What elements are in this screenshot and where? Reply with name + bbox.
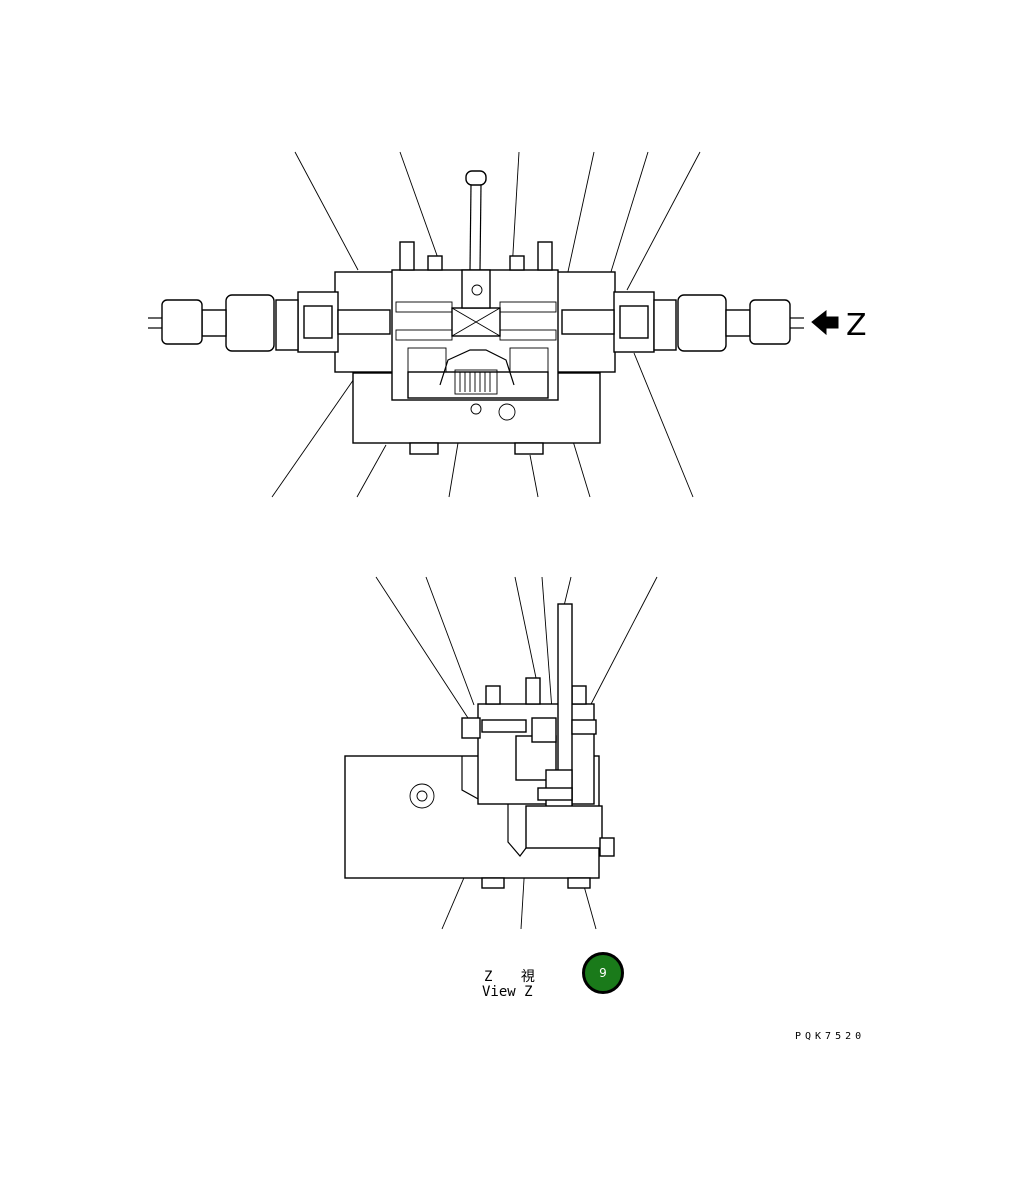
- page-number-badge[interactable]: 9: [582, 952, 624, 994]
- badge-number: 9: [599, 966, 607, 980]
- left-piping: [148, 291, 391, 353]
- right-spool-upper: [499, 301, 557, 313]
- left-cap-top-2: [427, 255, 443, 271]
- view-caption-english: View Z: [482, 984, 533, 1000]
- right-chamber: [509, 347, 549, 373]
- spring-bracket: [439, 349, 515, 386]
- right-cap-top-2: [509, 255, 525, 271]
- view-direction-arrow: [811, 309, 839, 336]
- view-z-marker: Z: [846, 308, 867, 343]
- base-foot-left: [409, 442, 439, 455]
- left-chamber: [407, 347, 447, 373]
- base-hole-small: [470, 403, 482, 415]
- spring-coil: [454, 369, 498, 395]
- view-caption-japanese: Z 視: [484, 969, 545, 985]
- right-cap-top: [537, 241, 553, 271]
- drawing-reference-code: PQK7520: [795, 1031, 866, 1042]
- lever-knob: [465, 170, 487, 186]
- left-cap-top: [399, 241, 415, 271]
- side-view-z: [344, 576, 658, 930]
- base-foot-right: [514, 442, 544, 455]
- top-leader-lines: [271, 151, 701, 498]
- base-hole-large: [498, 403, 516, 421]
- lever-rod-left: [469, 184, 472, 271]
- lever-rod-right: [479, 184, 482, 271]
- top-view: [148, 151, 839, 498]
- mounting-hole: [409, 783, 435, 809]
- lever-pivot: [461, 269, 491, 309]
- right-piping: [561, 291, 804, 353]
- left-spool-upper: [395, 301, 453, 313]
